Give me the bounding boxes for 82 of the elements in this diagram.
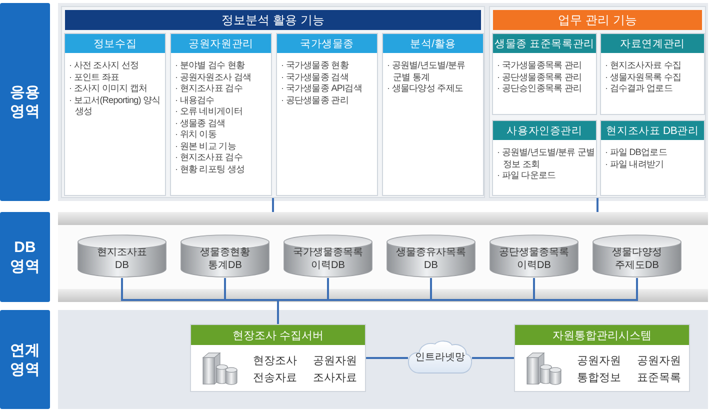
layer-label: DB 영역 [0,212,50,302]
db-label: 생물종현황 통계DB [200,246,250,272]
db-label: 공단생물종목록 이력DB [499,246,569,272]
list-item: · 국가생물종 현황 [281,60,350,72]
list-item: · 공단생물종목록 관리 [497,72,583,83]
connector-line [472,357,514,359]
layer-panel [0,3,708,201]
db-label: 생물종유사목록 DB [396,246,466,272]
card-header: 현지조사표 DB관리 [601,121,704,140]
list-item: · 현지조사표 검수 [175,152,244,164]
card-header: 생물종 표준목록관리 [493,34,596,53]
function-card [170,33,272,196]
list-item: · 보고서(Reporting) 양식 생성 [69,94,162,118]
function-card [600,120,705,196]
db-label: 생물다양성 주제도DB [612,246,662,272]
list-item: · 파일 DB업로드 [605,147,668,158]
list-item: · 생물종 검색 [175,118,226,129]
layer-panel [0,310,708,409]
list-item: · 생물자원목록 수집 [605,72,682,83]
list-item: · 국가생물종 API검색 [281,83,363,94]
list-item: · 공단승인종목록 관리 [497,83,583,94]
layer-panel [0,212,708,302]
function-group-panel [61,6,485,198]
function-card [64,33,166,196]
connector-line [596,198,598,212]
list-item: · 분야별 검수 현황 [175,60,246,72]
list-item: · 공단생물종 관리 [281,94,350,106]
function-group-panel [489,6,706,198]
database-cylinder [77,234,167,278]
database-cylinder [283,234,373,278]
function-card [382,33,484,196]
function-card [492,120,597,196]
list-item: · 현황 리포팅 생성 [175,164,246,175]
list-item: · 검수결과 업로드 [605,83,674,94]
list-item: · 내용검수 [175,94,216,106]
data-label: 공원자원 표준목록 [637,354,681,386]
list-item: · 파일 내려받기 [605,158,665,170]
list-item: · 공원별/년도별/분류 군별 통계 [387,60,466,83]
card-header: 국가생물종 [277,34,377,53]
database-cylinder [592,234,682,278]
card-header: 사용자인증관리 [493,121,596,140]
cloud-shape [408,340,472,376]
group-header: 정보분석 활용 기능 [65,10,481,30]
list-item: · 조사지 이미지 캡처 [69,83,148,94]
function-card [276,33,378,196]
card-header: 공원자원관리 [171,34,271,53]
connector-line [366,357,408,359]
db-label: 국가생물종목록 이력DB [293,246,363,272]
data-label: 공원자원 조사자료 [313,354,357,386]
card-header: 분석/활용 [383,34,483,53]
list-item: · 파일 다운로드 [497,170,557,182]
database-cylinder [489,234,579,278]
list-item: · 공원자원조사 검색 [175,72,252,83]
group-header: 업무 관리 기능 [493,10,702,30]
card-header: 자료연계관리 [601,34,704,53]
list-item: · 국가생물종 검색 [281,72,350,83]
card-header: 정보수집 [65,34,165,53]
list-item: · 위치 이동 [175,129,218,140]
system-header: 자원통합관리시스템 [515,325,689,345]
list-item: · 생물다양성 주제도 [387,83,464,94]
list-item: · 포인트 좌표 [69,72,120,83]
function-card [492,33,597,115]
db-label: 현지조사표 DB [97,246,147,272]
network-label: 인트라넷망 [415,352,465,364]
layer-label: 연계 영역 [0,310,50,409]
database-cylinder [180,234,270,278]
database-cylinder [386,234,476,278]
function-card [600,33,705,115]
data-label: 공원자원 통합정보 [577,354,621,386]
list-item: · 공원별/년도별/분류 군별 정보 조회 [497,147,595,170]
data-label: 현장조사 전송자료 [253,354,297,386]
list-item: · 오류 네비게이터 [175,106,244,118]
list-item: · 원본 비교 기능 [175,140,237,152]
list-item: · 현지조사자료 수집 [605,60,682,72]
system-header: 현장조사 수집서버 [191,325,365,345]
list-item: · 사전 조사지 선정 [69,60,140,72]
list-item: · 현지조사표 검수 [175,83,244,94]
list-item: · 국가생물종목록 관리 [497,60,583,72]
system-box [190,324,366,392]
layer-label: 응용 영역 [0,3,50,201]
system-box [514,324,690,392]
connector-line [272,198,274,212]
